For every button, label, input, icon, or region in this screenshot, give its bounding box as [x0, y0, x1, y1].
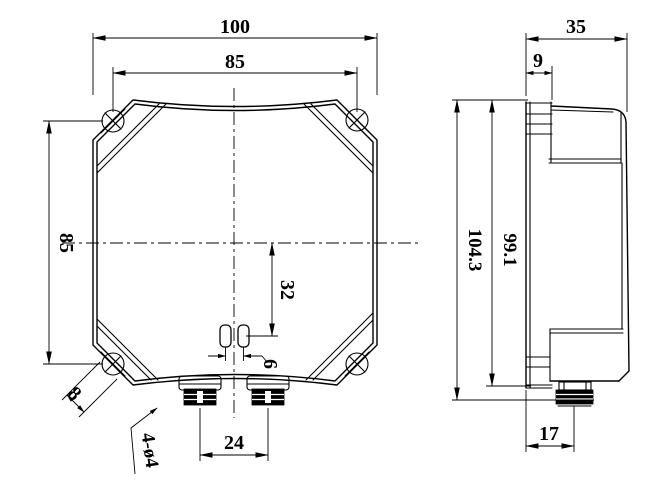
dim-connector-offset: 17	[525, 390, 575, 452]
ear-edge	[310, 103, 374, 167]
side-view: 35 9 104.3 99.1 17	[452, 16, 630, 452]
hole-callout-label: 4-ø4	[137, 432, 163, 470]
hole-cross-mark	[348, 355, 366, 373]
dim-hole-spacing-horizontal: 85	[112, 51, 358, 112]
dim-label-flange-depth: 9	[533, 50, 543, 72]
thread-relief	[265, 391, 271, 403]
ear-edge	[96, 318, 159, 381]
ear-edge-inner	[96, 325, 152, 381]
ear-edge-inner	[303, 103, 374, 174]
dim-label-hole-spacing-vertical: 85	[55, 233, 77, 253]
dim-label-slot-offset: 32	[276, 280, 298, 300]
mounting-hole-icon	[345, 352, 369, 376]
connector-thread	[555, 389, 594, 405]
mounting-ear-top-left	[96, 103, 167, 174]
cable-gland-right	[246, 375, 290, 406]
dim-overall-height: 104.3	[454, 99, 485, 401]
centerlines	[62, 88, 422, 418]
dim-label-hole-spacing-horizontal: 85	[225, 51, 245, 73]
thread-relief	[197, 391, 203, 403]
lid-outline	[550, 105, 630, 382]
lid-top-inner-line	[550, 109, 614, 113]
slot-left	[219, 324, 232, 348]
ear-edge-inner	[305, 312, 374, 381]
dim-slot-offset: 32	[246, 242, 298, 337]
enclosure-outline	[92, 99, 378, 386]
hole-cross-mark	[104, 355, 122, 373]
hole-callout-leader: 4-ø4	[130, 407, 163, 475]
ear-edge	[312, 319, 374, 381]
hole-cross-mark	[348, 111, 366, 129]
dim-slot-spacing: 6	[208, 347, 281, 369]
dim-label-slot-spacing: 6	[259, 359, 281, 369]
dim-label-overall-height: 104.3	[464, 229, 485, 272]
dim-label-gland-spacing: 24	[224, 432, 244, 454]
ear-edge	[96, 103, 160, 167]
hole-cross-mark	[104, 112, 122, 130]
cable-gland-left	[178, 375, 222, 406]
dim-gland-spacing: 24	[199, 408, 269, 461]
dim-hole-spacing-vertical: 85	[43, 120, 103, 365]
bottom-connector	[555, 381, 594, 407]
dim-depth: 35	[525, 16, 628, 112]
mounting-ear-bottom-right	[305, 312, 374, 381]
dim-label-connector-offset: 17	[539, 423, 559, 445]
inner-outline	[96, 103, 374, 382]
dim-overall-width: 100	[92, 16, 378, 95]
dim-label-depth: 35	[566, 16, 586, 38]
dim-body-height: 99.1	[489, 99, 520, 387]
dim-flange-depth: 9	[525, 50, 553, 100]
ear-edge-inner	[96, 103, 167, 174]
outer-outline	[92, 99, 378, 386]
side-profile	[525, 101, 630, 389]
dim-ear-width: 8	[61, 361, 118, 418]
front-view: 100 85 85 32 6	[43, 16, 422, 475]
dim-label-body-height: 99.1	[499, 233, 520, 266]
mounting-ear-bottom-left	[96, 318, 159, 381]
indicator-slots	[219, 324, 250, 348]
mounting-ear-top-right	[303, 103, 374, 174]
dim-label-overall-width: 100	[220, 16, 250, 38]
